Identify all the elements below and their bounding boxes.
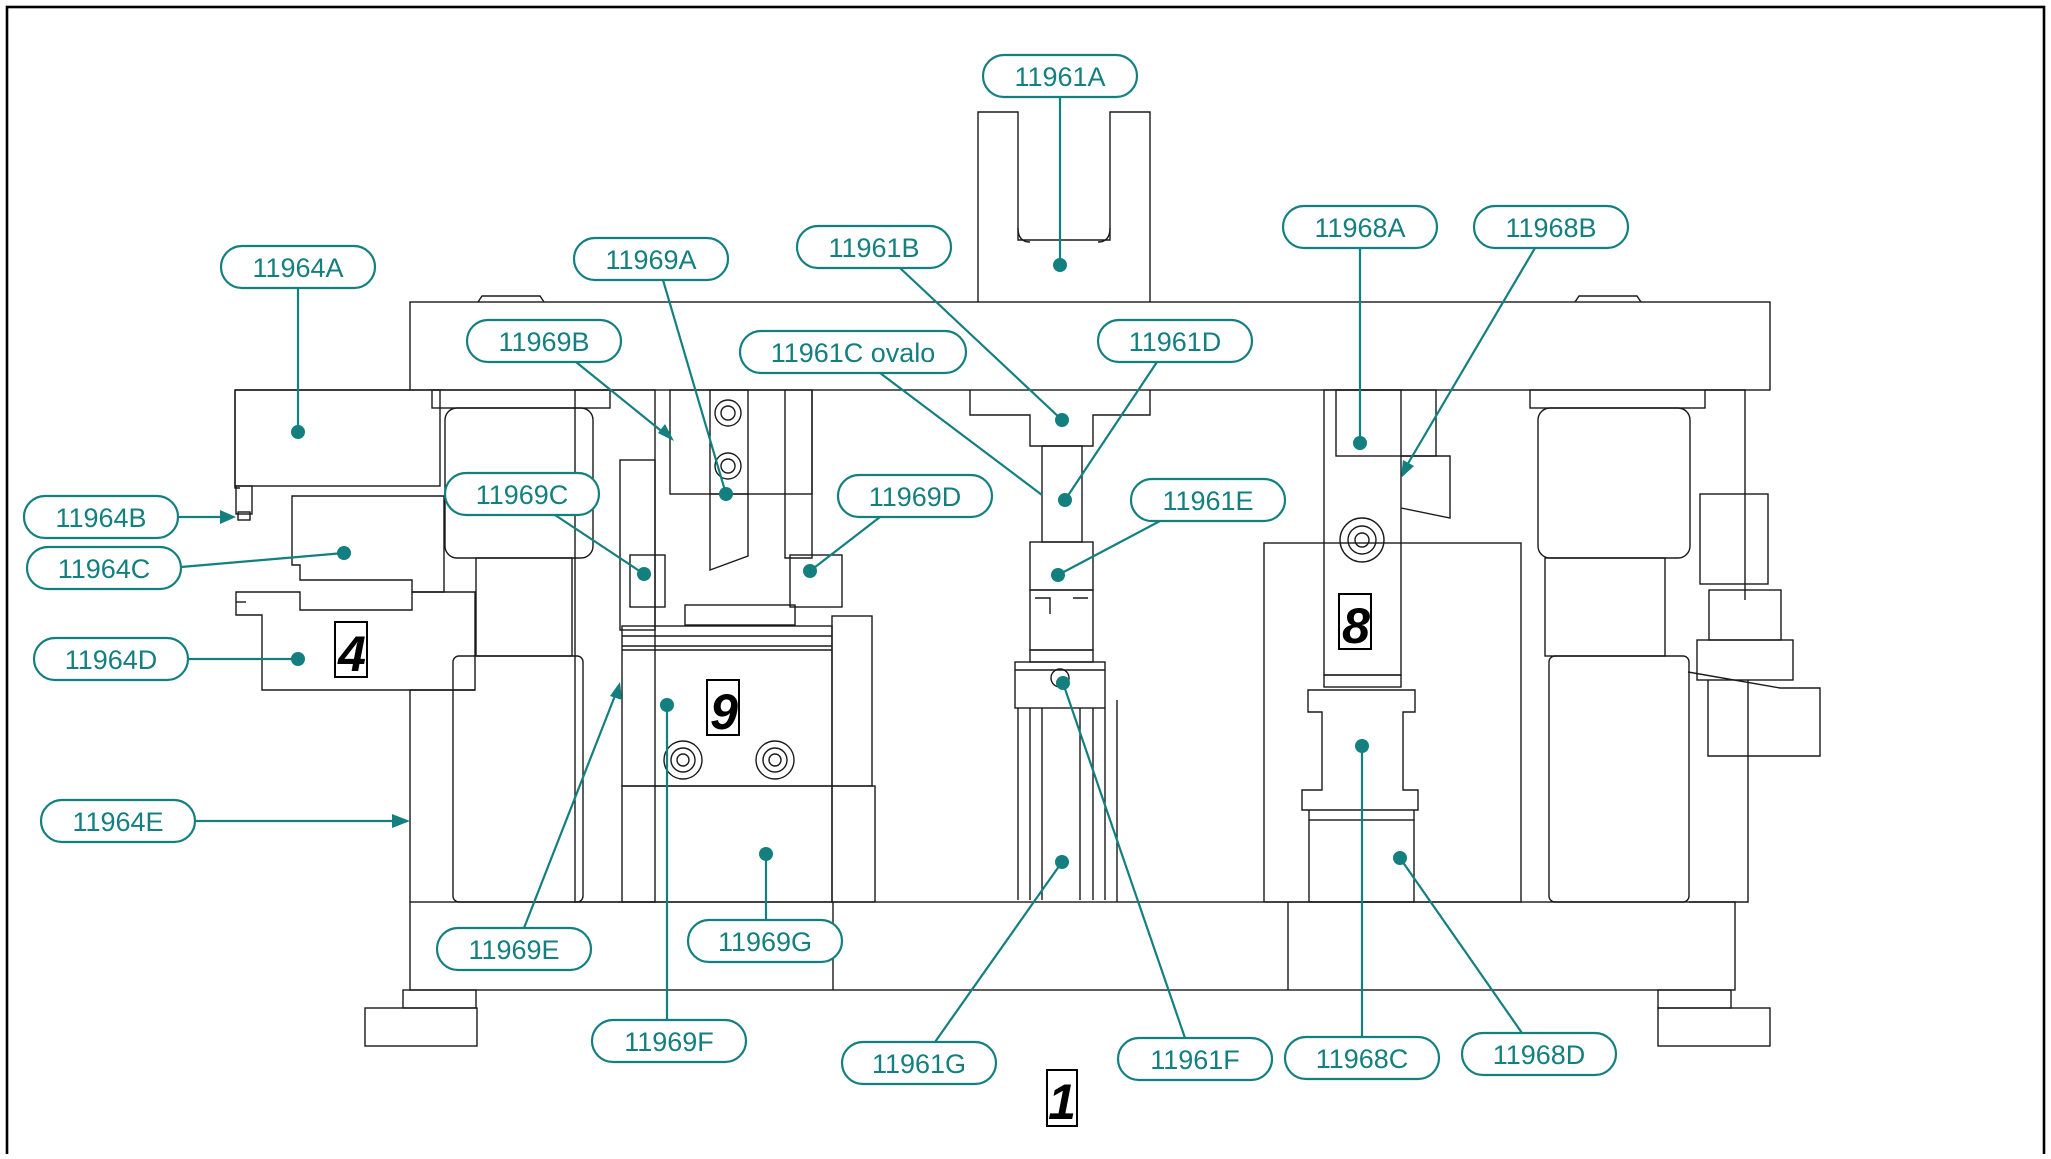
callout-11964B-label: 11964B xyxy=(55,503,146,533)
callout-11969G-label: 11969G xyxy=(718,927,812,957)
callout-11969C[interactable]: 11969C xyxy=(443,471,651,581)
fork-block xyxy=(977,111,1151,302)
callout-11964A-label: 11964A xyxy=(252,253,343,283)
callout-11969F-label: 11969F xyxy=(624,1027,714,1057)
callout-11968B[interactable]: 11968B xyxy=(1401,204,1630,478)
assembly-number-4-text: 4 xyxy=(337,626,366,682)
assembly-number-4: 4 xyxy=(334,621,368,682)
callout-11961E-label: 11961E xyxy=(1162,486,1253,516)
callout-11961B[interactable]: 11961B xyxy=(795,224,1069,427)
callout-11968D[interactable]: 11968D xyxy=(1393,851,1618,1077)
callout-11968A[interactable]: 11968A xyxy=(1281,204,1439,450)
callout-11961C-label: 11961C ovalo xyxy=(771,338,936,368)
callout-11964D[interactable]: 11964D xyxy=(32,636,305,682)
assembly-number-1: 1 xyxy=(1046,1069,1078,1130)
callout-11961B-label: 11961B xyxy=(828,233,919,263)
callout-11961G[interactable]: 11961G xyxy=(840,855,1069,1086)
callout-11964C-label: 11964C xyxy=(58,554,151,584)
callout-11961A-label: 11961A xyxy=(1014,62,1105,92)
callout-11964A[interactable]: 11964A xyxy=(219,244,377,439)
callout-11961F[interactable]: 11961F xyxy=(1056,676,1274,1082)
callout-11969D-label: 11969D xyxy=(869,482,962,512)
callout-11961F-label: 11961F xyxy=(1150,1045,1240,1075)
callout-11969F[interactable]: 11969F xyxy=(590,698,748,1064)
callout-11964D-label: 11964D xyxy=(65,645,158,675)
callout-11961G-label: 11961G xyxy=(872,1049,966,1079)
callouts: 11961A 11961B 11961C ovalo 11961D 11961E xyxy=(22,53,1630,1086)
callout-11961E[interactable]: 11961E xyxy=(1051,477,1287,582)
callout-11969B[interactable]: 11969B xyxy=(465,318,674,441)
assembly-number-9-text: 9 xyxy=(710,684,738,740)
callout-11964C[interactable]: 11964C xyxy=(25,545,351,591)
callout-11961A[interactable]: 11961A xyxy=(981,53,1139,272)
callout-11969B-label: 11969B xyxy=(498,327,589,357)
callout-11969A[interactable]: 11969A xyxy=(572,236,733,501)
callout-11964E[interactable]: 11964E xyxy=(39,798,410,844)
callout-11969E[interactable]: 11969E xyxy=(435,682,622,972)
callout-11964B[interactable]: 11964B xyxy=(22,494,236,540)
callout-11964E-label: 11964E xyxy=(72,807,163,837)
callout-11969C-label: 11969C xyxy=(476,480,569,510)
machine-linework xyxy=(234,111,1821,1047)
callout-11969E-label: 11969E xyxy=(468,935,559,965)
base-plate xyxy=(409,901,1736,991)
callout-11969G[interactable]: 11969G xyxy=(686,847,844,964)
callout-11968A-label: 11968A xyxy=(1314,213,1405,243)
callout-11961C-ovalo[interactable]: 11961C ovalo xyxy=(738,329,1043,496)
callout-11968B-label: 11968B xyxy=(1505,213,1596,243)
callout-11961D[interactable]: 11961D xyxy=(1058,318,1254,507)
drawing-frame xyxy=(5,5,2046,1159)
callout-11968C-label: 11968C xyxy=(1316,1044,1409,1074)
callout-11968C[interactable]: 11968C xyxy=(1283,739,1441,1081)
assembly-number-8-text: 8 xyxy=(1342,598,1370,654)
top-plate xyxy=(409,301,1771,391)
callout-11968D-label: 11968D xyxy=(1493,1040,1586,1070)
assembly-number-1-text: 1 xyxy=(1048,1074,1076,1130)
callout-11961D-label: 11961D xyxy=(1129,327,1222,357)
callout-11969D[interactable]: 11969D xyxy=(803,473,994,578)
assembly-number-9: 9 xyxy=(706,679,740,740)
assembly-number-8: 8 xyxy=(1338,593,1372,654)
callout-11969A-label: 11969A xyxy=(605,245,696,275)
